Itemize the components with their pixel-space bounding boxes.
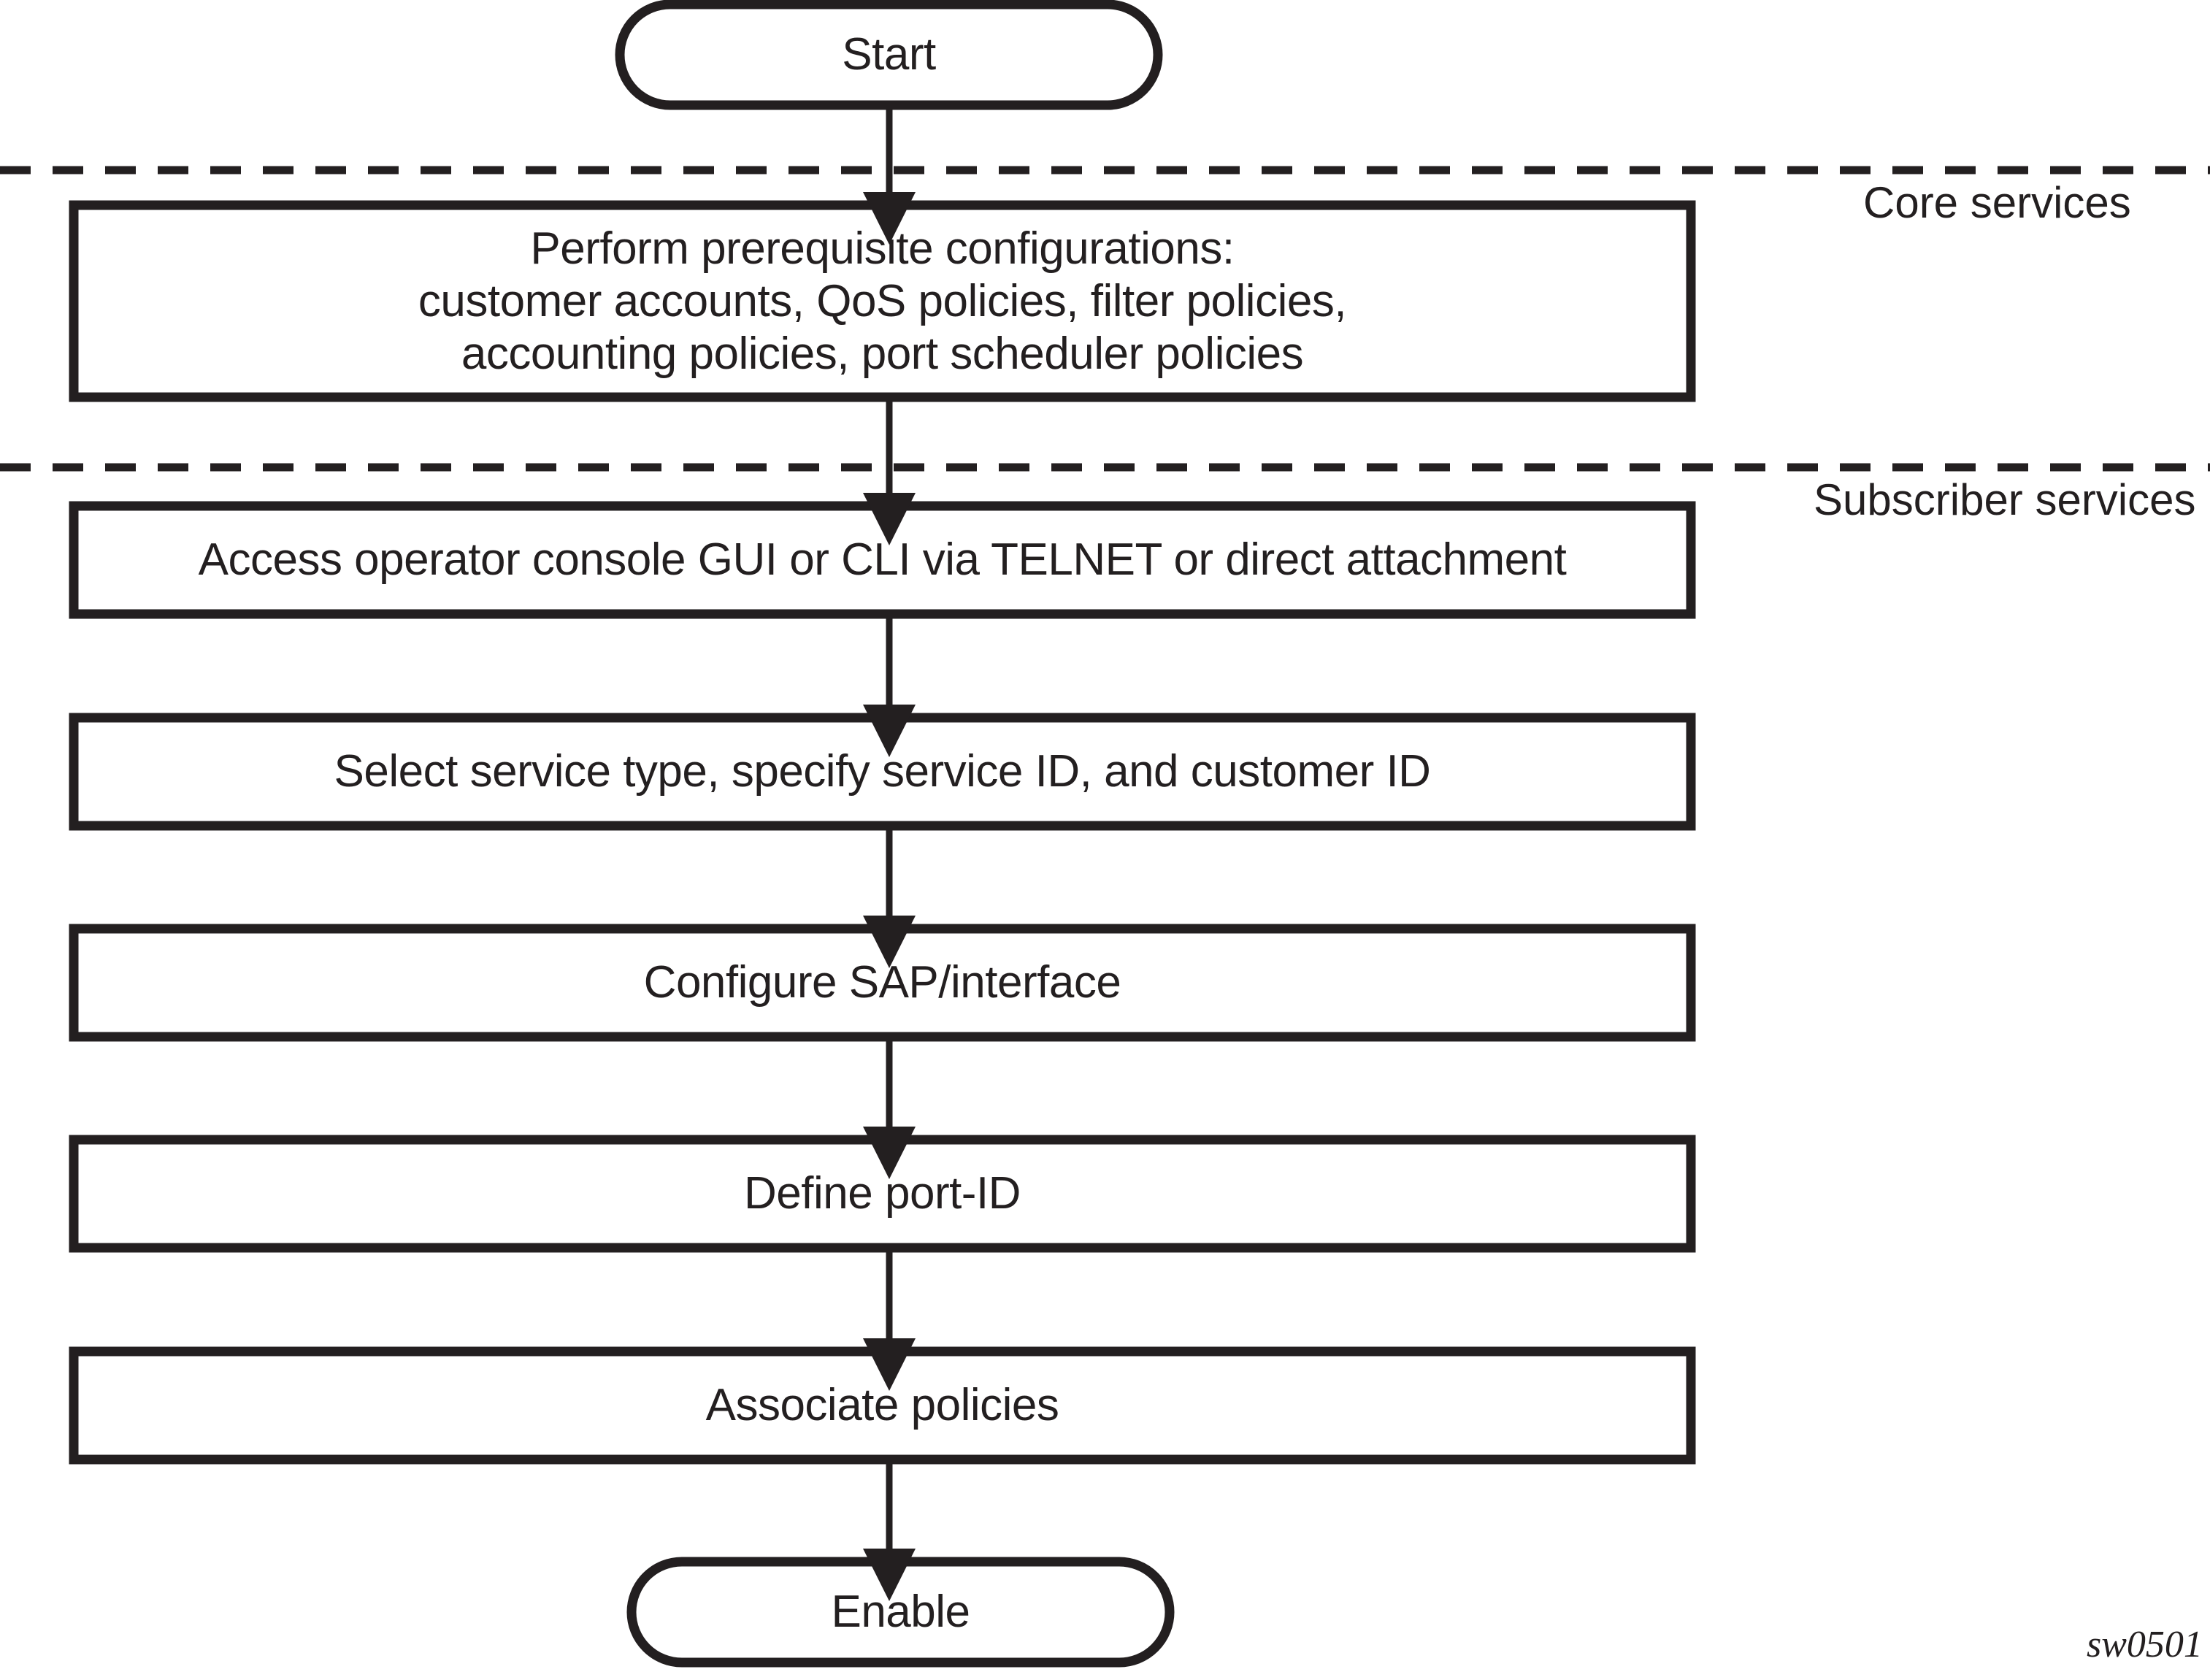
node-define-port-id[interactable] [69,1135,1696,1253]
node-start[interactable] [615,0,1163,110]
node-access-console[interactable] [69,501,1696,619]
lane-label-core: Core services [1863,178,2131,227]
node-associate-policies[interactable] [69,1346,1696,1465]
node-prereq[interactable] [69,200,1696,402]
figure-caption: sw0501 [2087,1624,2203,1665]
node-enable[interactable] [626,1557,1175,1668]
node-configure-sap[interactable] [69,924,1696,1042]
lane-label-subscriber: Subscriber services [1814,475,2196,524]
node-select-service-type[interactable] [69,713,1696,831]
